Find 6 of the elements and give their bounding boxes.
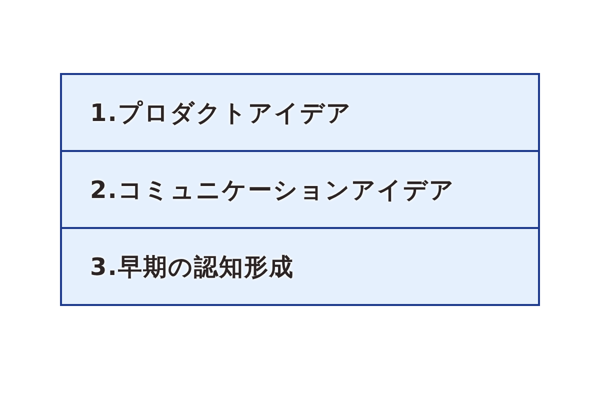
item-label: 2.コミュニケーションアイデア	[90, 174, 455, 206]
list-item-box	[60, 73, 540, 152]
item-label: 3.早期の認知形成	[90, 252, 294, 282]
list-item-box	[60, 227, 540, 306]
item-label: 1.プロダクトアイデア	[90, 98, 352, 128]
list-item-box	[60, 150, 540, 229]
